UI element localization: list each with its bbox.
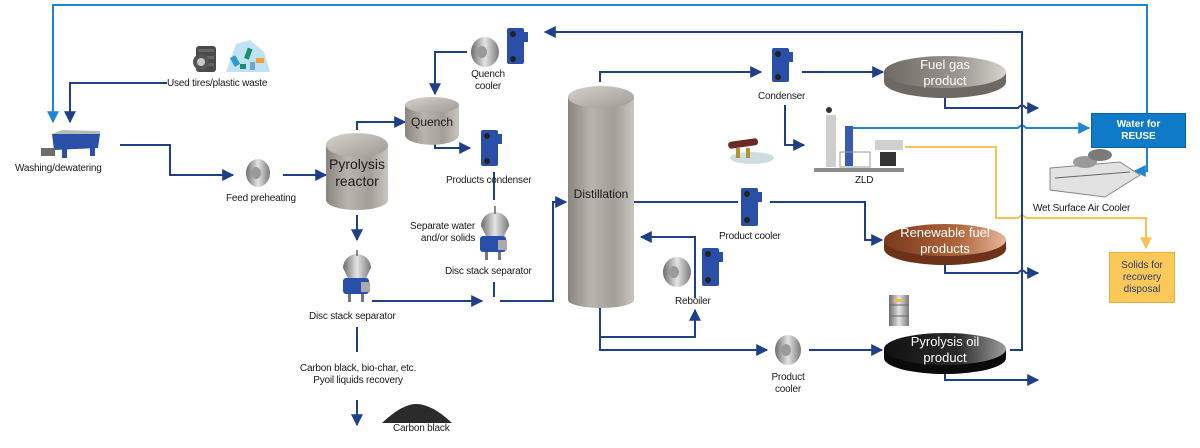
product-cooler-to-renewable-line: [770, 201, 884, 246]
disc-stack-separator-1-label: Disc stack separator: [309, 311, 396, 322]
condenser-to-zld-line: [784, 105, 806, 151]
water-reuse-label-line1: Water for: [1116, 118, 1161, 130]
distillation-top-to-condenser-line: [599, 66, 763, 82]
pyrolysis-oil-product-label: Pyrolysis oil product: [884, 334, 1006, 366]
pyrolysis-oil-label-line1: Pyrolysis oil: [910, 334, 980, 349]
distillation-column: [568, 86, 634, 308]
plate-heat-exchanger-icon: [481, 130, 502, 166]
water-reuse-label-line2: REUSE: [1121, 130, 1156, 142]
product-cooler-2-label: Product cooler: [770, 372, 806, 396]
carbon-recovery-label-line2: Pyoil liquids recovery: [313, 375, 403, 386]
zld-unit-icon: [814, 107, 904, 172]
renewable-fuel-products-label: Renewable fuel products: [884, 225, 1006, 257]
feedstock-label: Used tires/plastic waste: [167, 78, 268, 89]
feed-preheating-label: Feed preheating: [226, 193, 296, 204]
product-cooler-2-label-line1: Product: [771, 372, 805, 383]
renewable-out-line: [944, 265, 1040, 279]
solids-label-line1: Solids for: [1121, 259, 1163, 271]
pyrolysis-oil-product-disk: [884, 333, 1006, 374]
fuel-gas-product-label: Fuel gas product: [884, 57, 1006, 89]
reboiler-label: Reboiler: [675, 296, 711, 307]
quench-cooler-label: Quench cooler: [470, 69, 506, 93]
pyrolysis-oil-label-line2: product: [923, 350, 967, 365]
fuel-gas-product-disk: [884, 56, 1006, 98]
renewable-fuel-label-line2: products: [920, 241, 970, 256]
spiral-heat-exchanger-icon: [663, 257, 691, 287]
zld-label: ZLD: [855, 175, 874, 186]
oil-spill-pipes-icon: [728, 138, 774, 164]
reboiler-to-distillation-line: [639, 231, 696, 298]
plate-heat-exchanger-icon: [702, 248, 723, 286]
distillation-bottom-to-cooler-line: [599, 337, 769, 356]
tire-stack-icon: [193, 46, 216, 72]
pyrolysis-oil-recycle-line: [1010, 300, 1023, 351]
solids-recovery-box: Solids for recovery disposal: [1109, 252, 1175, 303]
spiral-heat-exchanger-icon: [775, 335, 801, 365]
water-reuse-to-air-cooler-line: [1133, 147, 1148, 177]
separate-water-label-line2: and/or solids: [420, 233, 476, 244]
disc-stack-separator-icon: [480, 206, 509, 260]
decanter-centrifuge-icon: [41, 130, 100, 158]
products-condenser-label: Products condenser: [446, 175, 532, 186]
distillation-label: Distillation: [573, 187, 629, 201]
pyrolysis-oil-out-line: [944, 372, 1040, 386]
spiral-heat-exchanger-icon: [471, 37, 499, 67]
wet-surface-air-cooler-icon: [1049, 149, 1141, 198]
disc-stack-separator-2-label: Disc stack separator: [445, 266, 532, 277]
zld-to-water-reuse-line: [845, 122, 1091, 134]
washing-dewatering-label: Washing/dewatering: [15, 163, 102, 174]
renewable-fuel-label-line1: Renewable fuel: [900, 225, 990, 240]
carbon-recovery-label-line1: Carbon black, bio-char, etc.: [299, 363, 417, 374]
carbon-recovery-label: Carbon black, bio-char, etc. Pyoil liqui…: [288, 363, 428, 387]
plate-heat-exchanger-icon: [507, 28, 528, 64]
spiral-heat-exchanger-icon: [246, 159, 270, 187]
product-cooler-2-label-line2: cooler: [774, 384, 802, 395]
mixer-to-distillation-line: [500, 196, 568, 302]
carbon-black-pile-icon: [382, 404, 452, 423]
process-lines: [64, 26, 1040, 427]
product-cooler-1-label: Product cooler: [719, 231, 781, 242]
plastic-waste-icon: [226, 40, 270, 72]
fuel-gas-label-line2: product: [923, 73, 967, 88]
plate-heat-exchanger-icon: [772, 48, 793, 82]
condenser-label: Condenser: [758, 91, 806, 102]
water-reuse-return-line: [47, 4, 1148, 124]
pyrolysis-reactor-label-line2: reactor: [335, 173, 379, 189]
quench-vessel: [405, 97, 459, 145]
pyrolysis-reactor-label-line1: Pyrolysis: [328, 156, 385, 172]
quench-cooler-label-line1: Quench: [471, 69, 505, 80]
solids-label-line2: recovery: [1122, 271, 1162, 283]
reactor-to-quench-line: [356, 116, 407, 130]
carbon-black-label: Carbon black: [393, 423, 450, 434]
separate-water-label-line1: Separate water: [410, 221, 476, 232]
quench-label: Quench: [410, 115, 454, 129]
pyrolysis-reactor-label: Pyrolysis reactor: [326, 156, 388, 190]
water-for-reuse-box: Water for REUSE: [1091, 113, 1186, 148]
oil-barrel-icon: [889, 295, 909, 326]
fuel-gas-label-line1: Fuel gas: [920, 57, 970, 72]
fuel-gas-out-line: [944, 97, 1040, 114]
quench-cooler-label-line2: cooler: [474, 81, 502, 92]
separate-water-label: Separate water and/or solids: [410, 221, 475, 245]
plate-heat-exchanger-icon: [741, 188, 762, 226]
wet-surface-air-cooler-label: Wet Surface Air Cooler: [1033, 203, 1131, 214]
quench-cooler-to-quench-line: [429, 51, 467, 96]
disc-stack-separator-icon: [343, 250, 371, 302]
distillation-bottom-to-reboiler-line: [599, 307, 701, 338]
recycle-to-quench-cooler-line: [543, 26, 1023, 300]
washing-to-preheat-line: [120, 144, 235, 181]
pyrolysis-reactor-vessel: [326, 133, 388, 210]
feedstock-to-washing-line: [64, 82, 167, 124]
solids-label-line3: disposal: [1123, 283, 1161, 295]
renewable-fuel-products-disk: [884, 224, 1006, 265]
